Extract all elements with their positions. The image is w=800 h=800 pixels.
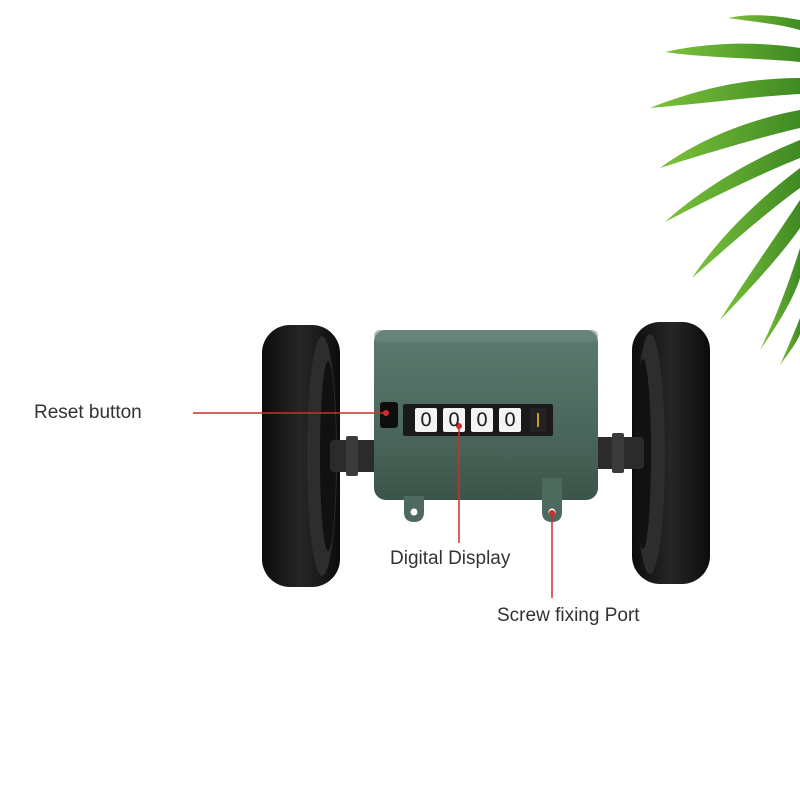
display-digit: 0: [475, 409, 489, 431]
display-digit: 0: [419, 409, 433, 431]
left-axle-ring: [346, 436, 358, 476]
left-wheel: [262, 325, 340, 587]
right-axle-ring: [612, 433, 624, 473]
palm-leaf-decoration: [650, 15, 800, 365]
display-digit: 0: [503, 409, 517, 431]
reset-button: [380, 402, 398, 428]
reset-button-label: Reset button: [34, 402, 142, 423]
callout-lines: [193, 410, 555, 598]
screw-port-label: Screw fixing Port: [497, 605, 640, 626]
display-digit: 0: [447, 409, 461, 431]
mount-tab-left: [404, 496, 424, 522]
digital-display-label: Digital Display: [390, 548, 511, 569]
